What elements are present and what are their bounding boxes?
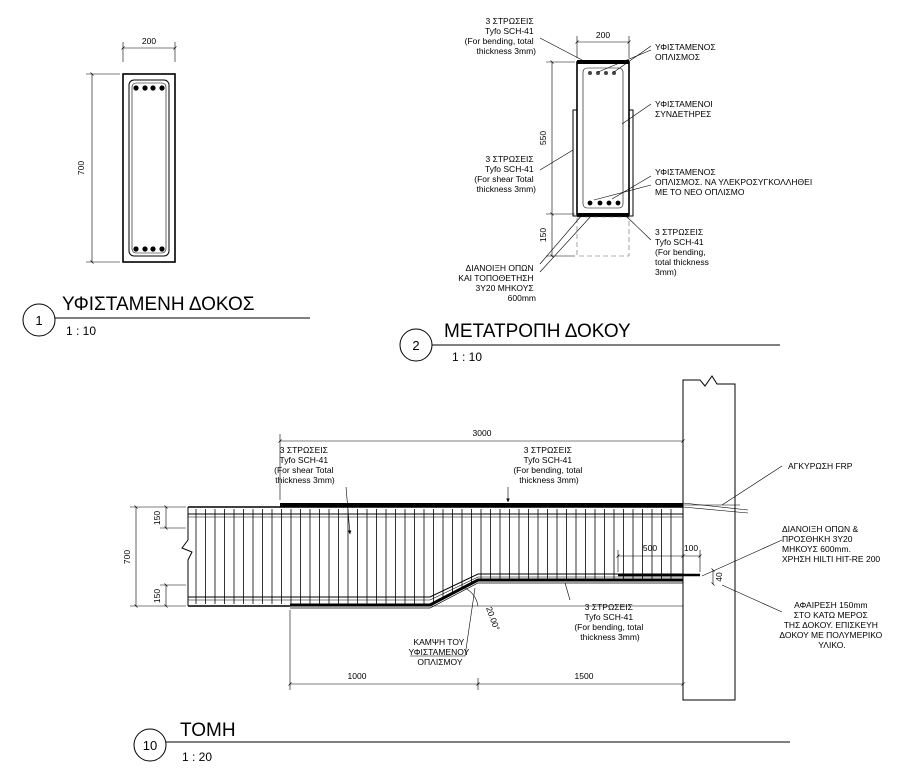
bent-rebar — [188, 573, 683, 598]
note-removal: ΑΦΑΙΡΕΣΗ 150mm ΣΤΟ ΚΑΤΩ ΜΕΡΟΣ ΤΗΣ ΔΟΚΟΥ.… — [779, 600, 884, 650]
dim-bottom: 150 — [152, 589, 162, 603]
dim-width: 200 — [596, 30, 610, 40]
removed-part — [576, 216, 630, 257]
view-title: ΜΕΤΑΤΡΟΠΗ ΔΟΚΟΥ — [444, 321, 631, 342]
dim-100: 100 — [684, 543, 698, 553]
dim-500: 500 — [643, 543, 657, 553]
note-right-2: ΥΦΙΣΤΑΜΕΝΟΙ ΣΥΝΔΕΤΗΡΕΣ — [655, 99, 715, 119]
column — [682, 375, 736, 701]
view-number: 1 — [35, 313, 42, 328]
note-holes: ΔΙΑΝΟΙΞΗ ΟΠΩΝ & ΠΡΟΣΘΗΚΗ 3Υ20 ΜΗΚΟΥΣ 600… — [782, 524, 880, 564]
dim-height: 700 — [122, 550, 132, 564]
note-bending-top: 3 ΣΤΡΩΣΕΙΣ Tyfo SCH-41 (For bending, tot… — [513, 445, 584, 485]
view-existing-beam: 200 700 1 ΥΦΙΣΤΑΜΕΝΗ ΔΟΚΟΣ 1 : 10 — [22, 36, 310, 338]
view-title: ΤΟΜΗ — [180, 720, 236, 741]
note-top-left: 3 ΣΤΡΩΣΕΙΣ Tyfo SCH-41 (For bending, tot… — [465, 16, 537, 56]
note-right-3: ΥΦΙΣΤΑΜΕΝΟΣ ΟΠΛΙΣΜΟΣ. ΝΑ ΥΛΕΚΡΟΣΥΓΚΟΛΛΗΘ… — [655, 167, 815, 197]
view-number: 2 — [412, 338, 419, 353]
dim-top: 150 — [152, 511, 162, 525]
note-right-4: 3 ΣΤΡΩΣΕΙΣ Tyfo SCH-41 (For bending, tot… — [655, 227, 711, 277]
frp-shear-right — [628, 109, 634, 217]
note-right-1: ΥΦΙΣΤΑΜΕΝΟΣ ΟΠΛΙΣΜΟΣ — [655, 42, 718, 62]
dim-total: 3000 — [473, 428, 492, 438]
top-rebars — [133, 85, 165, 91]
dim-lower: 150 — [538, 228, 548, 242]
note-anchor: ΑΓΚΥΡΩΣΗ FRP — [788, 461, 853, 471]
rebars — [587, 71, 621, 206]
stirrup — [128, 79, 170, 257]
dim-1500: 1500 — [575, 671, 594, 681]
frp-bottom-layer — [577, 213, 629, 217]
note-bend-rebar: ΚΑΜΨΗ ΤΟΥ ΥΦΙΣΤΑΜΕΝΟΥ ΟΠΛΙΣΜΟΥ — [409, 637, 472, 667]
angle-label: 20.00° — [484, 605, 502, 632]
frp-top-layer — [577, 60, 629, 64]
dim-upper: 550 — [538, 131, 548, 145]
view-section: 3000 700 150 150 500 100 40 20.00° 1000 … — [122, 375, 884, 764]
frp-shear-left — [572, 109, 578, 217]
beam-section — [122, 73, 176, 263]
break-line — [181, 507, 193, 606]
view-scale: 1 : 20 — [182, 750, 212, 764]
beam-section — [576, 61, 630, 215]
bottom-rebars — [133, 246, 165, 252]
stirrups — [195, 509, 672, 604]
view-title: ΥΦΙΣΤΑΜΕΝΗ ΔΟΚΟΣ — [62, 294, 255, 315]
note-mid-left: 3 ΣΤΡΩΣΕΙΣ Tyfo SCH-41 (For shear Total … — [474, 154, 536, 194]
view-scale: 1 : 10 — [452, 350, 482, 364]
dim-1000: 1000 — [348, 671, 367, 681]
dim-width: 200 — [142, 36, 156, 46]
note-bottom-left: ΔΙΑΝΟΙΞΗ ΟΠΩΝ ΚΑΙ ΤΟΠΟΘΕΤΗΣΗ 3Υ20 ΜΗΚΟΥΣ… — [458, 263, 536, 303]
dim-height: 700 — [76, 161, 86, 175]
dim-40: 40 — [714, 572, 724, 582]
view-scale: 1 : 10 — [66, 324, 96, 338]
frp-bottom-layer — [290, 578, 683, 607]
frp-top-layer — [280, 503, 683, 507]
view-modified-beam: 200 550 150 — [399, 16, 815, 364]
note-shear: 3 ΣΤΡΩΣΕΙΣ Tyfo SCH-41 (For shear Total … — [274, 445, 336, 485]
note-bending-bottom: 3 ΣΤΡΩΣΕΙΣ Tyfo SCH-41 (For bending, tot… — [574, 602, 645, 642]
view-number: 10 — [143, 738, 157, 753]
